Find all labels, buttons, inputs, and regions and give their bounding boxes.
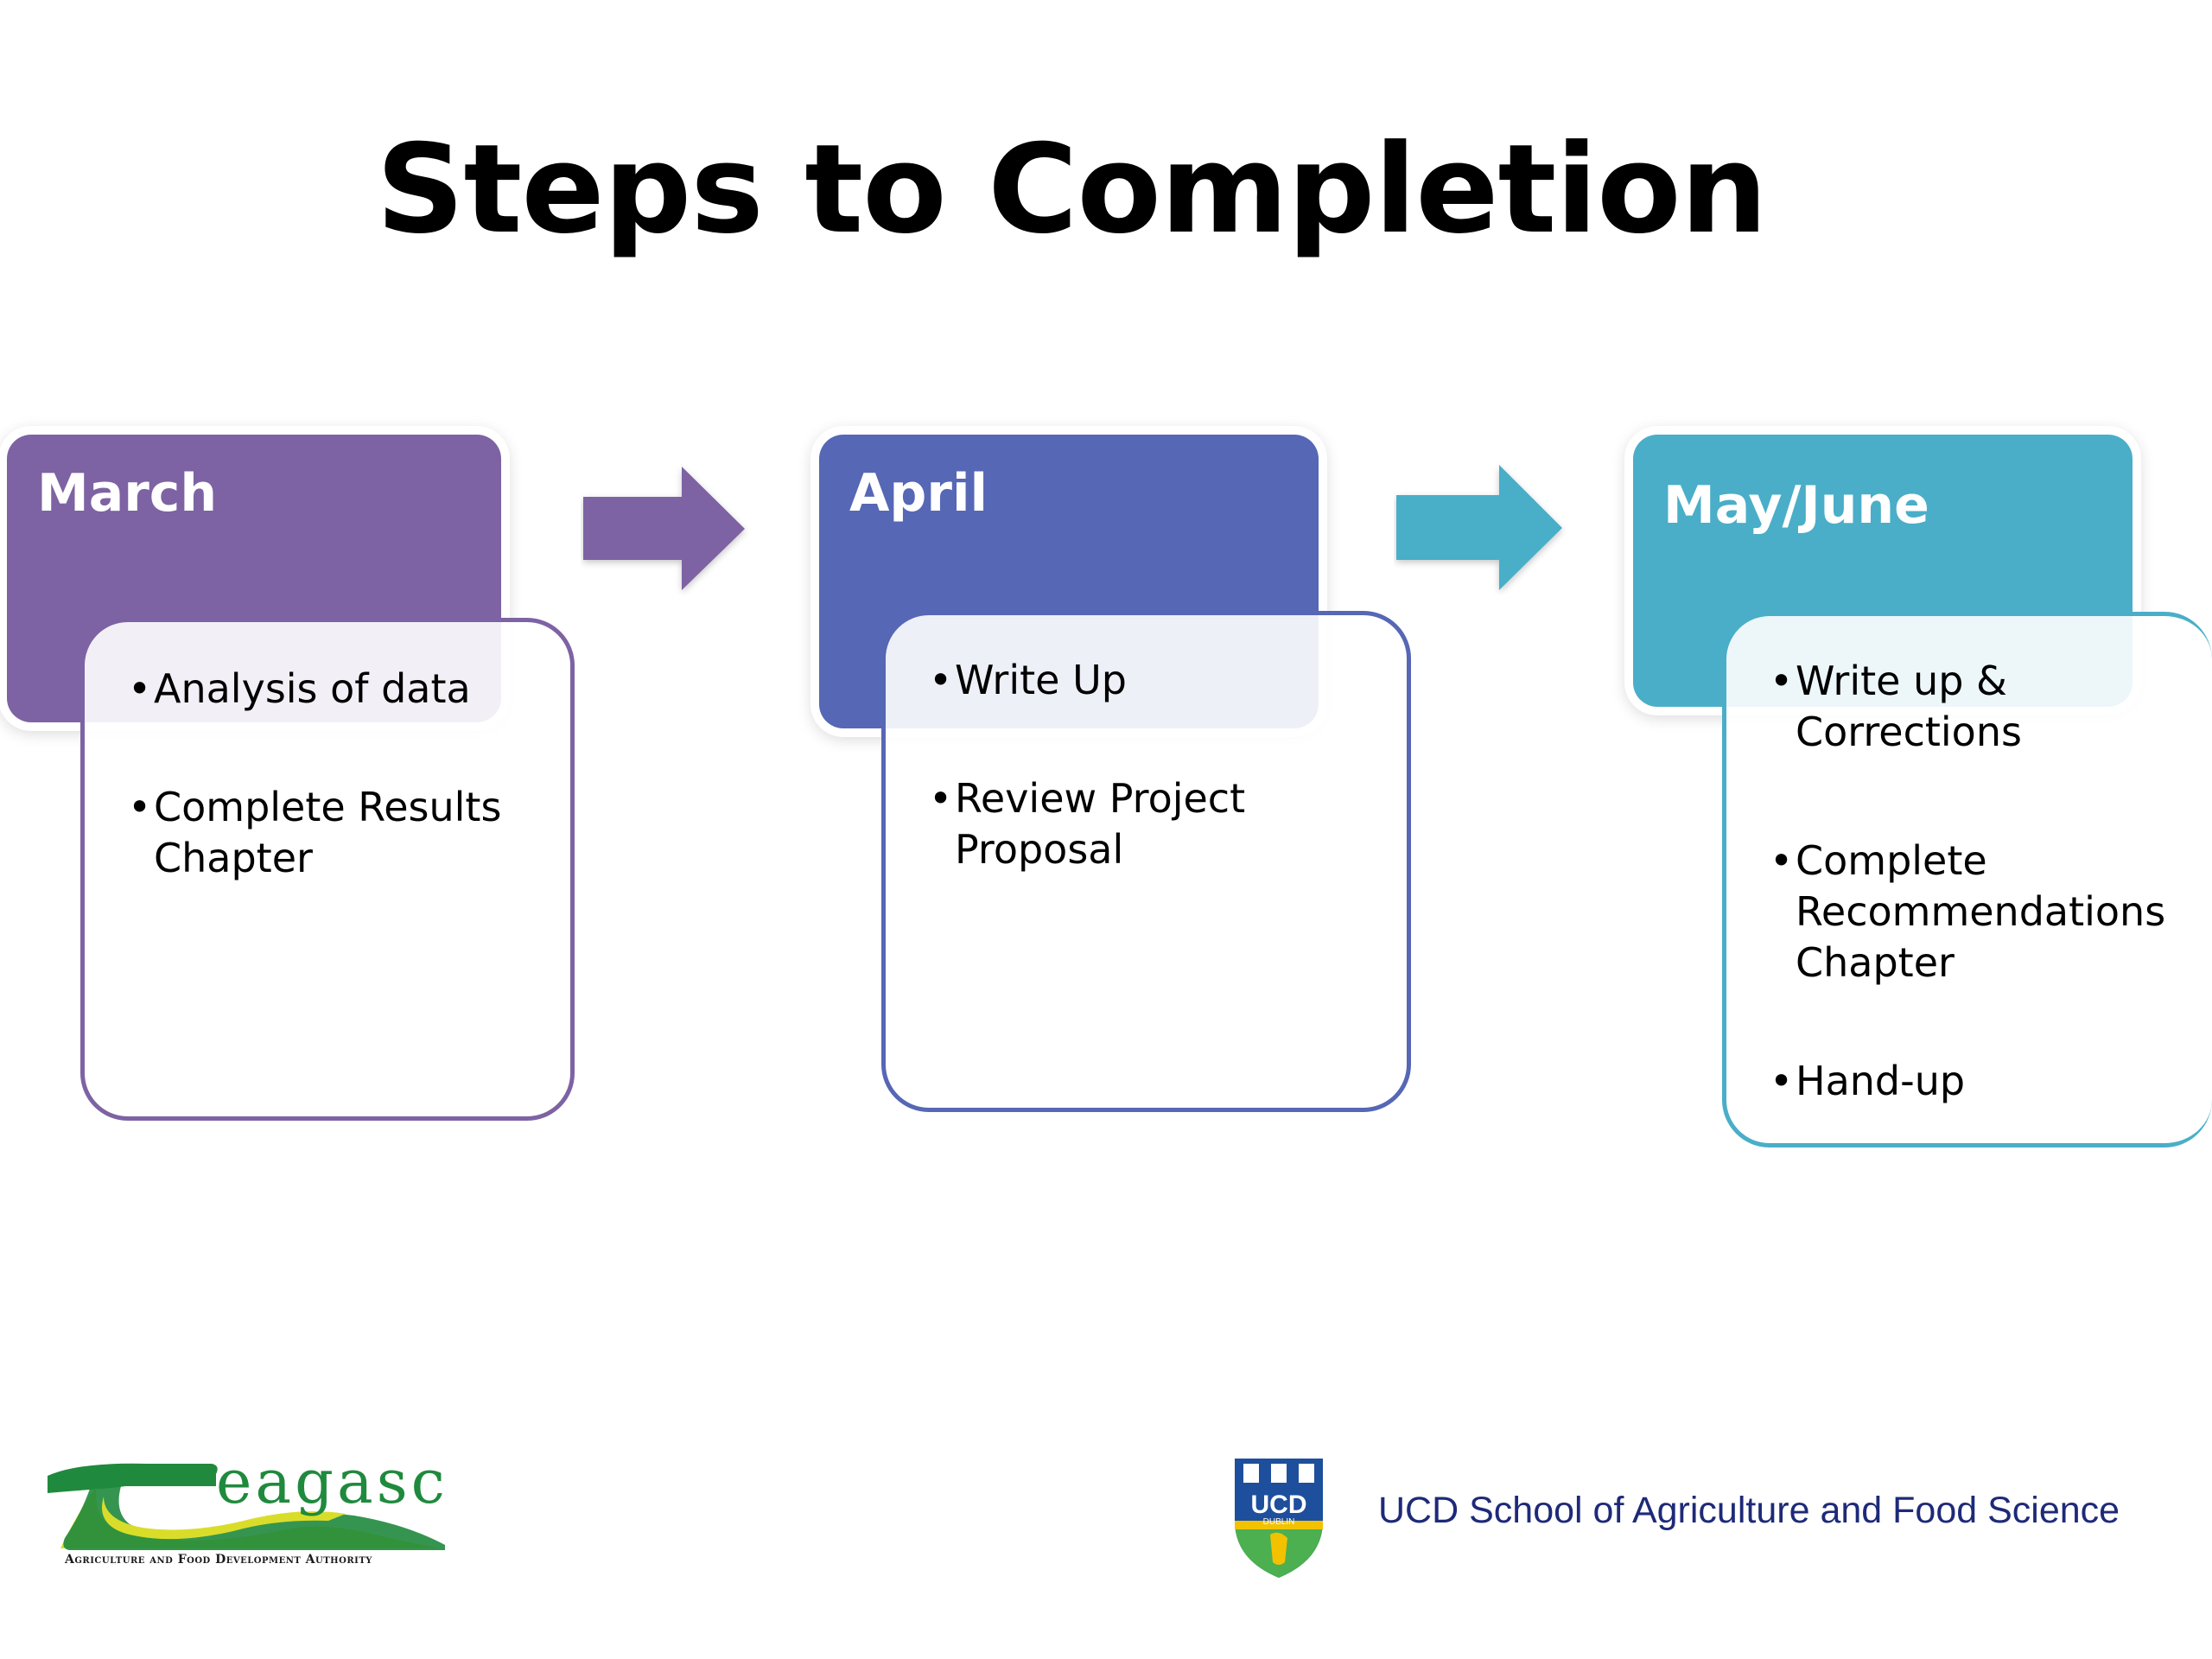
stage-april-bullets: Write Up Review Project Proposal [929, 655, 1381, 943]
teagasc-wordmark: eagasc [216, 1446, 448, 1517]
ucd-crest-text: UCD [1250, 1491, 1307, 1519]
stage-march-label: March [37, 463, 218, 524]
teagasc-logo: eagasc Agriculture and Food Development … [43, 1447, 449, 1581]
bullet-item: Review Project Proposal [929, 773, 1300, 875]
stage-mayjune-content: Write up & Corrections Complete Recommen… [1722, 612, 2212, 1147]
ucd-shield-icon [1235, 1459, 1323, 1578]
ucd-crest-subtext: DUBLIN [1262, 1517, 1295, 1527]
bullet-item: Write Up [929, 655, 1381, 706]
right-arrow-icon [583, 467, 745, 590]
bullet-item: Write up & Corrections [1770, 656, 2081, 758]
stage-april-label: April [849, 463, 988, 524]
stage-mayjune-bullets: Write up & Corrections Complete Recommen… [1770, 656, 2212, 1174]
ucd-school-name: UCD School of Agriculture and Food Scien… [1378, 1490, 2120, 1531]
bullet-item: Analysis of data [128, 664, 544, 715]
ucd-crest-logo: UCD DUBLIN [1231, 1452, 1326, 1581]
teagasc-tagline: Agriculture and Food Development Authori… [65, 1553, 372, 1567]
stage-mayjune-label: May/June [1663, 475, 1929, 536]
stage-march-bullets: Analysis of data Complete Results Chapte… [128, 664, 544, 951]
teagasc-emblem-icon [48, 1463, 446, 1550]
bullet-item: Complete Results Chapter [128, 782, 517, 884]
stage-april-content: Write Up Review Project Proposal [881, 611, 1411, 1112]
bullet-item: Hand-up [1770, 1056, 2212, 1107]
bullet-item: Complete Recommendations Chapter [1770, 836, 2202, 988]
stage-march-content: Analysis of data Complete Results Chapte… [80, 618, 575, 1121]
slide-title: Steps to Completion [376, 118, 1768, 261]
right-arrow-icon [1396, 465, 1562, 590]
